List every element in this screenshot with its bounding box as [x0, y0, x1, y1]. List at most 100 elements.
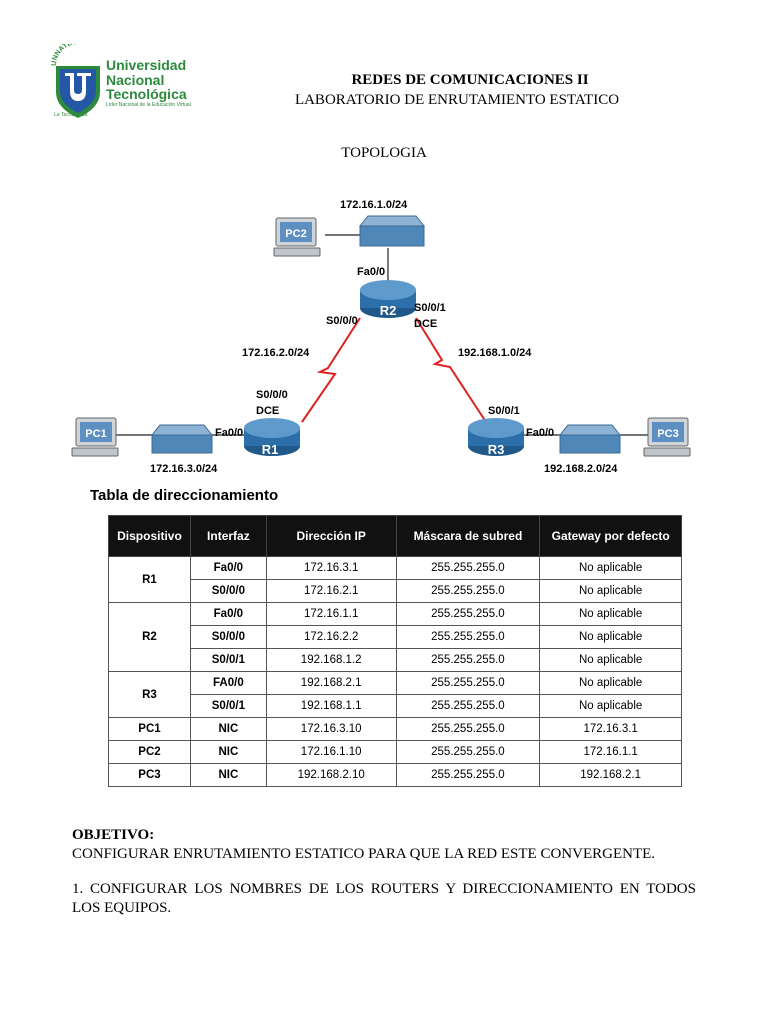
- university-emblem-icon: UNNATEC: [51, 39, 100, 118]
- table-row: S0/0/1 192.168.1.2 255.255.255.0 No apli…: [109, 648, 682, 672]
- header-direccion-ip: Dirección IP: [265, 515, 397, 557]
- mask-cell: 255.255.255.0: [395, 648, 541, 672]
- network-left-serial-label: 172.16.2.0/24: [242, 347, 310, 359]
- r3-fa00-label: Fa0/0: [526, 427, 554, 439]
- table-title: Tabla de direccionamiento: [90, 487, 279, 504]
- interface-cell: Fa0/0: [189, 556, 267, 580]
- interface-cell: S0/0/0: [189, 625, 267, 649]
- table-row: S0/0/0 172.16.2.2 255.255.255.0 No aplic…: [109, 625, 682, 649]
- table-row: S0/0/0 172.16.2.1 255.255.255.0 No aplic…: [109, 579, 682, 603]
- lab-title: LABORATORIO DE ENRUTAMIENTO ESTATICO: [294, 92, 620, 108]
- table-row: R3 FA0/0 192.168.2.1 255.255.255.0 No ap…: [108, 671, 682, 718]
- ip-cell: 172.16.2.1: [265, 579, 397, 603]
- r2-label: R2: [380, 303, 397, 318]
- ip-cell: 192.168.1.1: [265, 694, 397, 718]
- mask-cell: 255.255.255.0: [395, 625, 541, 649]
- interface-cell: S0/0/1: [189, 694, 267, 718]
- course-title: REDES DE COMUNICACIONES II: [351, 72, 589, 88]
- mask-cell: 255.255.255.0: [395, 556, 541, 580]
- interface-cell: S0/0/1: [189, 648, 267, 672]
- gateway-cell: 172.16.1.1: [539, 740, 682, 764]
- r2-fa00-label: Fa0/0: [357, 266, 385, 278]
- network-right-serial-label: 192.168.1.0/24: [458, 347, 532, 359]
- network-right-lan-label: 192.168.2.0/24: [544, 463, 618, 475]
- interface-cell: S0/0/0: [189, 579, 267, 603]
- switch-left-icon: [150, 424, 214, 454]
- serial-link-r2-r3: [415, 317, 487, 423]
- interface-cell: FA0/0: [189, 671, 267, 695]
- header-mascara: Máscara de subred: [395, 515, 541, 557]
- r2-dce-label: DCE: [414, 318, 437, 330]
- r3-s001-label: S0/0/1: [488, 405, 520, 417]
- gateway-cell: 172.16.3.1: [539, 717, 682, 741]
- table-row: PC2 NIC 172.16.1.10 255.255.255.0 172.16…: [108, 740, 682, 764]
- device-cell: PC1: [108, 717, 191, 741]
- gateway-cell: No aplicable: [539, 694, 682, 718]
- network-top-label: 172.16.1.0/24: [340, 199, 408, 211]
- r1-s000-label: S0/0/0: [256, 389, 288, 401]
- device-cell: R3: [108, 671, 191, 718]
- table-row: PC1 NIC 172.16.3.10 255.255.255.0 172.16…: [108, 717, 682, 741]
- ip-cell: 192.168.2.1: [265, 671, 397, 695]
- header-dispositivo: Dispositivo: [108, 515, 191, 557]
- table-header-row: Dispositivo Interfaz Dirección IP Máscar…: [108, 515, 682, 557]
- interface-cell: NIC: [189, 740, 267, 764]
- addressing-table: Dispositivo Interfaz Dirección IP Máscar…: [108, 515, 682, 787]
- gateway-cell: No aplicable: [539, 556, 682, 580]
- pc2-label: PC2: [285, 228, 306, 240]
- gateway-cell: No aplicable: [539, 648, 682, 672]
- r1-label: R1: [262, 442, 279, 457]
- r2-s001-label: S0/0/1: [414, 302, 446, 314]
- gateway-cell: No aplicable: [539, 625, 682, 649]
- table-row: S0/0/1 192.168.1.1 255.255.255.0 No apli…: [109, 694, 682, 718]
- ip-cell: 172.16.3.1: [265, 556, 397, 580]
- ip-cell: 192.168.2.10: [265, 763, 397, 787]
- mask-cell: 255.255.255.0: [395, 740, 541, 764]
- router-r1-icon: R1: [244, 418, 300, 457]
- header-gateway: Gateway por defecto: [539, 515, 682, 557]
- logo-name-line: Nacional: [106, 71, 165, 88]
- pc1-label: PC1: [85, 428, 106, 440]
- logo-tagline: Líder Nacional de la Educación Virtual: [106, 102, 191, 108]
- device-cell: PC3: [108, 763, 191, 787]
- table-row: PC3 NIC 192.168.2.10 255.255.255.0 192.1…: [108, 763, 682, 787]
- interface-cell: Fa0/0: [189, 602, 267, 626]
- switch-right-icon: [558, 424, 622, 454]
- step-1-text: 1. CONFIGURAR LOS NOMBRES DE LOS ROUTERS…: [72, 881, 696, 916]
- university-name: Universidad Nacional Tecnológica: [106, 58, 187, 102]
- mask-cell: 255.255.255.0: [395, 717, 541, 741]
- mask-cell: 255.255.255.0: [395, 602, 541, 626]
- interface-cell: NIC: [189, 717, 267, 741]
- device-cell: PC2: [108, 740, 191, 764]
- device-cell: R1: [108, 556, 191, 603]
- router-r2-icon: R2: [360, 280, 416, 318]
- device-cell: R2: [108, 602, 191, 672]
- ip-cell: 192.168.1.2: [265, 648, 397, 672]
- switch-top-icon: [358, 215, 426, 247]
- r1-dce-label: DCE: [256, 405, 279, 417]
- ip-cell: 172.16.3.10: [265, 717, 397, 741]
- interface-cell: NIC: [189, 763, 267, 787]
- mask-cell: 255.255.255.0: [395, 579, 541, 603]
- ip-cell: 172.16.1.10: [265, 740, 397, 764]
- pc3-label: PC3: [657, 428, 678, 440]
- ip-cell: 172.16.2.2: [265, 625, 397, 649]
- header-interfaz: Interfaz: [189, 515, 267, 557]
- pc1-computer-icon: PC1: [71, 417, 119, 457]
- router-r3-icon: R3: [468, 418, 524, 457]
- table-body: R1 Fa0/0 172.16.3.1 255.255.255.0 No apl…: [108, 556, 682, 787]
- mask-cell: 255.255.255.0: [395, 763, 541, 787]
- r2-s000-label: S0/0/0: [326, 315, 358, 327]
- gateway-cell: No aplicable: [539, 579, 682, 603]
- network-topology-diagram: PC2 172.16.1.0/24 Fa0/0 R2 S0/0/0 S0/0/1…: [71, 199, 691, 475]
- table-row: R2 Fa0/0 172.16.1.1 255.255.255.0 No apl…: [108, 602, 682, 672]
- table-row: R1 Fa0/0 172.16.3.1 255.255.255.0 No apl…: [108, 556, 682, 603]
- mask-cell: 255.255.255.0: [395, 694, 541, 718]
- r1-fa00-label: Fa0/0: [215, 427, 243, 439]
- logo-acronym: UNNATEC: [51, 39, 78, 66]
- pc3-computer-icon: PC3: [643, 417, 691, 457]
- gateway-cell: No aplicable: [539, 602, 682, 626]
- serial-link-r1-r2: [301, 317, 361, 423]
- logo-name-line: Tecnológica: [106, 86, 187, 102]
- section-title: TOPOLOGIA: [341, 145, 427, 161]
